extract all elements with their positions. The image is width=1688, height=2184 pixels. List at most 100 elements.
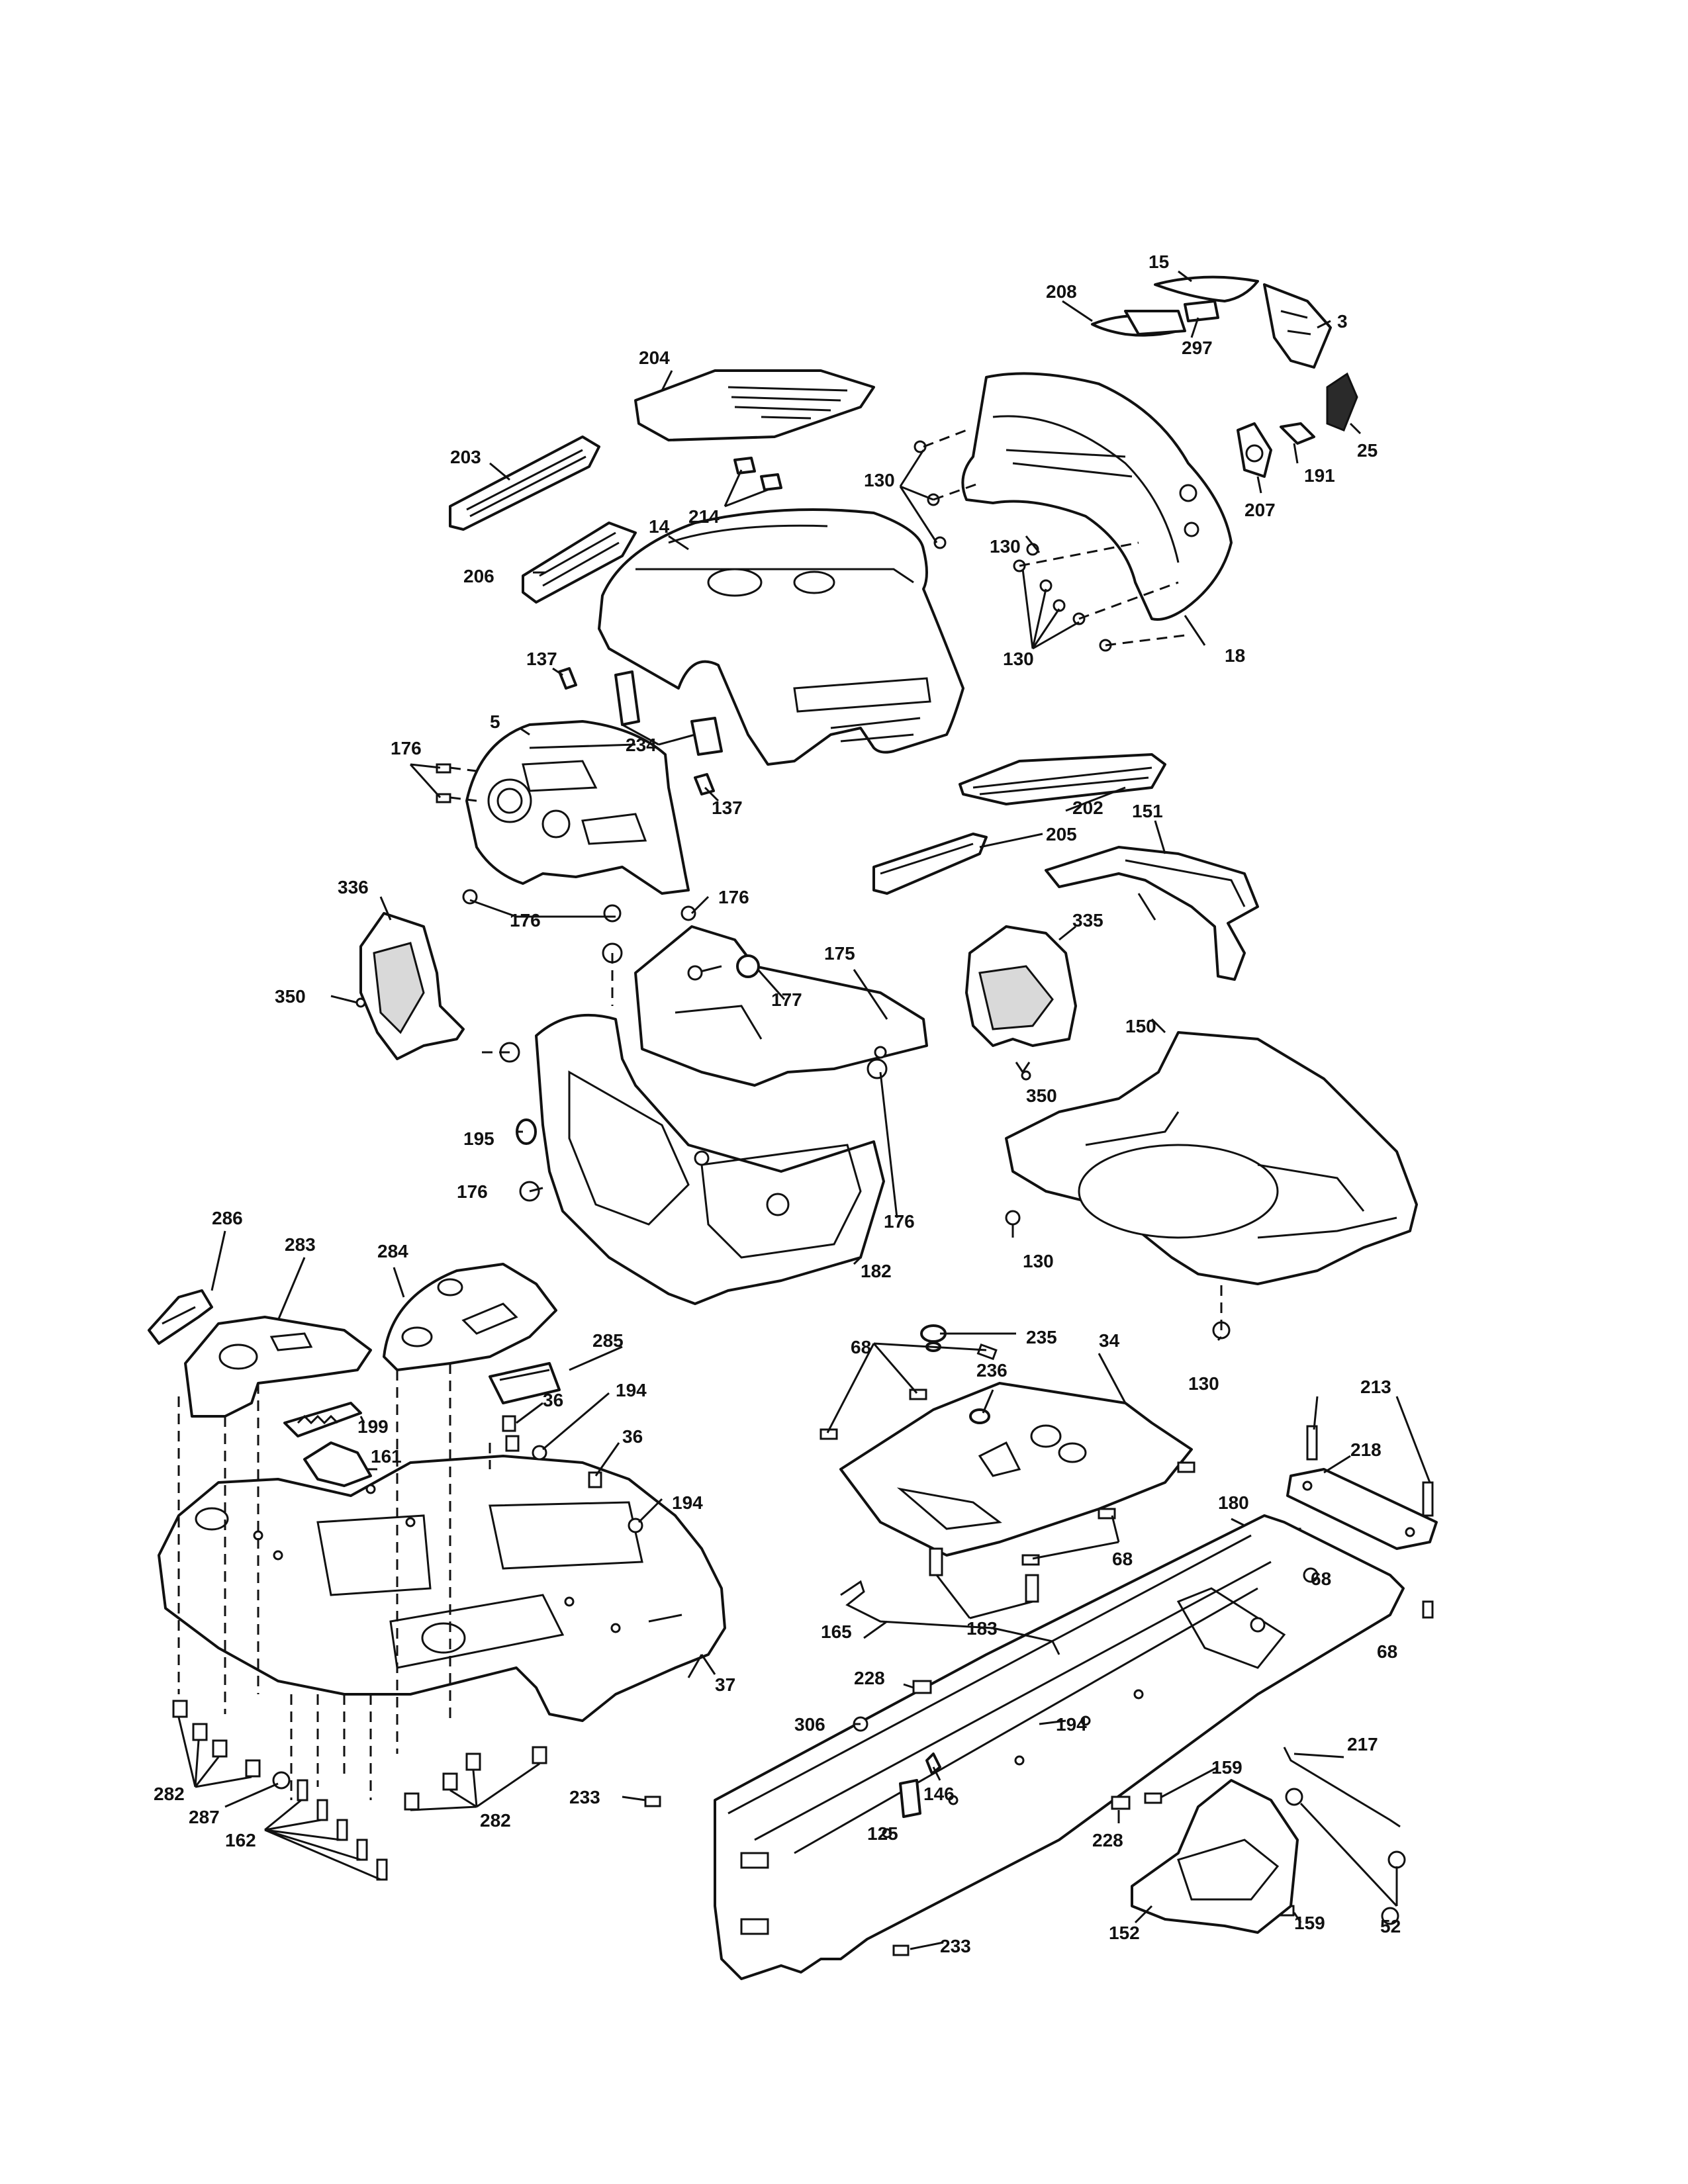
part-191-socket[interactable]	[1280, 422, 1315, 445]
part-297-clip[interactable]	[1184, 300, 1219, 322]
part-37-rear-fender[interactable]	[158, 1455, 726, 1722]
callout-159a: 159	[1211, 1757, 1243, 1778]
callout-130a: 130	[864, 470, 895, 490]
callout-34: 34	[1099, 1330, 1120, 1351]
part-283-fender-left[interactable]	[184, 1316, 372, 1418]
part-137-clip[interactable]	[558, 667, 715, 796]
callout-218: 218	[1350, 1439, 1382, 1460]
part-199-spring-clip[interactable]	[283, 1402, 362, 1437]
part-161-bracket[interactable]	[303, 1441, 372, 1487]
callout-228a: 228	[854, 1668, 885, 1688]
part-218-plate[interactable]	[1286, 1468, 1438, 1550]
callout-165: 165	[821, 1621, 852, 1642]
callout-137a: 137	[526, 649, 557, 669]
part-183-bolts[interactable]	[929, 1547, 1039, 1603]
callout-137b: 137	[712, 797, 743, 818]
callout-176b: 176	[718, 887, 749, 907]
part-152-pedal-bracket[interactable]	[1131, 1779, 1299, 1934]
callout-labels: 15 208 3 297 204 25 207 191 203 130 214 …	[154, 251, 1401, 1956]
part-150-footrest-floor[interactable]	[1005, 1031, 1418, 1285]
callout-213: 213	[1360, 1377, 1391, 1397]
callout-177: 177	[771, 989, 802, 1010]
part-284-fender-right[interactable]	[383, 1263, 557, 1371]
callout-306: 306	[794, 1714, 825, 1735]
callout-286: 286	[212, 1208, 243, 1228]
callout-176e: 176	[884, 1211, 915, 1232]
part-5-dash-panel[interactable]	[465, 720, 690, 895]
part-207-light-housing[interactable]	[1237, 422, 1272, 478]
callout-125: 125	[867, 1823, 898, 1844]
part-146-pin[interactable]	[925, 1752, 941, 1775]
part-18-grille-assembly[interactable]	[961, 372, 1233, 621]
callout-25: 25	[1357, 440, 1378, 461]
part-34-mounting-plate[interactable]	[839, 1382, 1193, 1557]
part-234-pad[interactable]	[614, 670, 723, 756]
callout-282b: 282	[480, 1810, 511, 1831]
callout-285: 285	[592, 1330, 624, 1351]
part-335-side-panel[interactable]	[965, 925, 1077, 1047]
callout-214: 214	[688, 506, 720, 527]
part-125-clip[interactable]	[899, 1779, 921, 1818]
callout-130d: 130	[1023, 1251, 1054, 1271]
part-151-bracket[interactable]	[1045, 846, 1259, 981]
part-206-vent[interactable]	[522, 522, 637, 604]
part-285-panel[interactable]	[489, 1362, 561, 1404]
callout-36a: 36	[543, 1390, 563, 1410]
callout-176d: 176	[457, 1181, 488, 1202]
part-180-frame[interactable]	[714, 1514, 1405, 1980]
part-202-grille[interactable]	[959, 753, 1166, 805]
part-162-screws[interactable]	[297, 1779, 388, 1881]
part-208-bezel[interactable]	[1091, 310, 1186, 337]
part-203-headlight-grille[interactable]	[449, 435, 600, 531]
leader-lines	[177, 270, 1431, 1950]
callout-203: 203	[450, 447, 481, 467]
part-15-lens[interactable]	[1154, 275, 1259, 302]
callout-204: 204	[639, 347, 670, 368]
callout-207: 207	[1244, 500, 1276, 520]
part-165-rod[interactable]	[840, 1580, 1060, 1655]
part-214-clips[interactable]	[733, 457, 782, 491]
part-336-side-panel[interactable]	[359, 912, 465, 1060]
part-228-spacer[interactable]	[912, 1680, 1131, 1810]
callout-151: 151	[1132, 801, 1163, 821]
callout-287: 287	[189, 1807, 220, 1827]
callout-5: 5	[490, 711, 500, 732]
callout-36b: 36	[622, 1426, 643, 1447]
part-52-nuts[interactable]	[1285, 1788, 1406, 1925]
callout-208: 208	[1046, 281, 1077, 302]
part-350-screws[interactable]	[344, 997, 1031, 1081]
part-236-spacer[interactable]	[969, 1408, 990, 1424]
dash-guide-fender	[177, 1363, 491, 1800]
callout-14: 14	[649, 516, 670, 537]
callout-194c: 194	[1056, 1714, 1087, 1735]
callout-182: 182	[861, 1261, 892, 1281]
part-287-screw[interactable]	[272, 1771, 291, 1790]
part-282-clips[interactable]	[172, 1700, 547, 1811]
callout-202: 202	[1072, 797, 1103, 818]
part-204-hood-cover[interactable]	[634, 369, 875, 441]
part-175-dash-bracket[interactable]	[634, 925, 928, 1087]
callout-283: 283	[285, 1234, 316, 1255]
callout-205: 205	[1046, 824, 1077, 844]
part-233-bolts[interactable]	[644, 1796, 910, 1956]
callout-217: 217	[1347, 1734, 1378, 1754]
callout-130e: 130	[1188, 1373, 1219, 1394]
callout-15: 15	[1149, 251, 1169, 272]
part-205-bracket[interactable]	[872, 833, 988, 895]
part-286-cup-holder[interactable]	[148, 1289, 213, 1345]
part-217-rod[interactable]	[1283, 1747, 1401, 1828]
callout-52: 52	[1380, 1916, 1401, 1936]
callout-176c: 176	[510, 910, 541, 931]
callout-335: 335	[1072, 910, 1103, 931]
part-36-screws[interactable]	[502, 1415, 602, 1488]
callout-68c: 68	[1311, 1569, 1331, 1589]
part-14-hood[interactable]	[598, 508, 964, 766]
part-177-nut[interactable]	[736, 954, 760, 978]
callout-175: 175	[824, 943, 855, 964]
part-25-light[interactable]	[1326, 372, 1358, 432]
part-213-bolts[interactable]	[1306, 1425, 1434, 1517]
part-182-fender-pod[interactable]	[535, 1013, 885, 1305]
callout-161: 161	[371, 1446, 402, 1467]
part-3-bracket[interactable]	[1263, 283, 1332, 369]
callout-206: 206	[463, 566, 494, 586]
